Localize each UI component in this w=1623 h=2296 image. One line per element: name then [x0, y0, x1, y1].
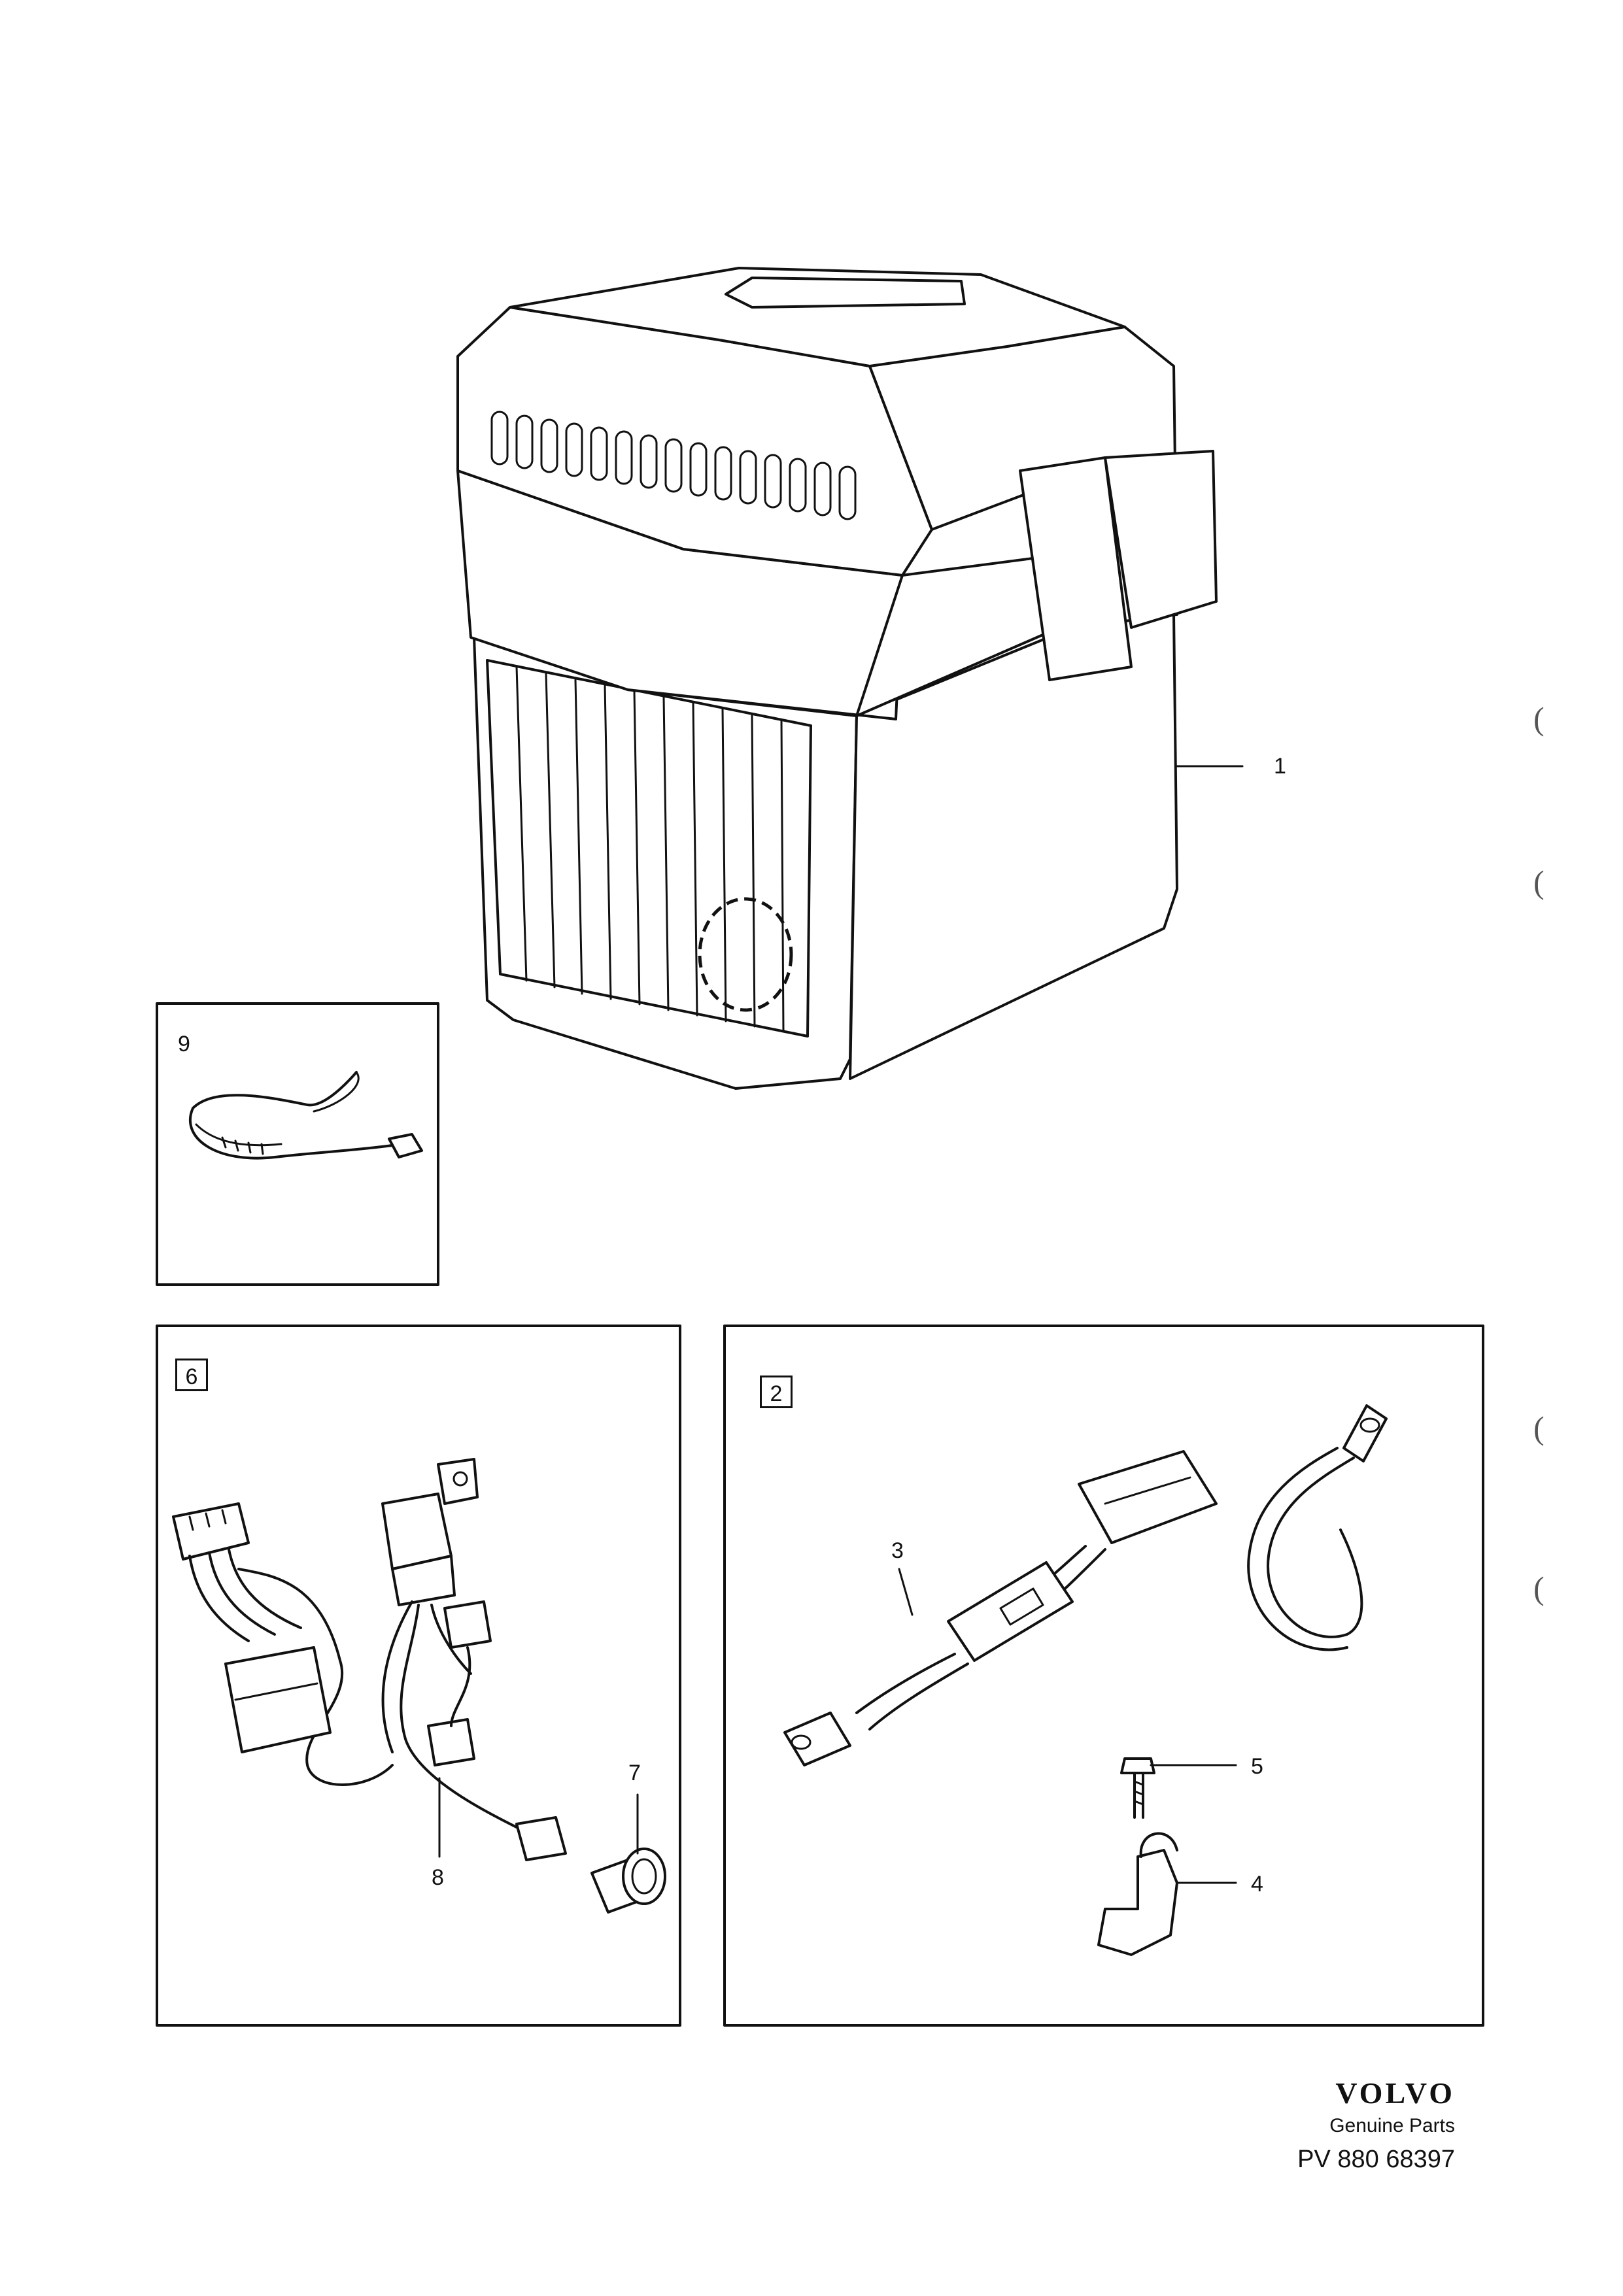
frame-item-9	[156, 1002, 439, 1286]
wiring-harness-illustration	[172, 1458, 666, 1914]
leader-line-3	[898, 1568, 914, 1616]
brand-logo: VOLVO	[1335, 2076, 1455, 2110]
callout-9: 9	[178, 1032, 190, 1056]
reference-number: PV 880 68397	[1297, 2146, 1455, 2173]
fan-outline	[698, 897, 793, 1012]
callout-4: 4	[1251, 1872, 1263, 1897]
cable-tie-illustration	[188, 1071, 423, 1160]
margin-mark-3: (	[1533, 1410, 1545, 1446]
callout-8: 8	[432, 1865, 444, 1890]
cool-box-illustration	[456, 267, 1244, 1090]
seat-belt-illustration	[783, 1404, 1388, 1956]
callout-5: 5	[1251, 1754, 1263, 1779]
cool-box-grille	[515, 666, 785, 1033]
margin-mark-2: (	[1533, 864, 1545, 900]
margin-mark-4: (	[1533, 1570, 1545, 1606]
margin-mark-1: (	[1533, 700, 1545, 737]
callout-2: 2	[760, 1376, 793, 1408]
frame-item-6	[156, 1325, 681, 2027]
lid-vents	[490, 411, 857, 520]
brand-tagline: Genuine Parts	[1329, 2115, 1455, 2136]
callout-3: 3	[891, 1538, 904, 1563]
callout-7: 7	[628, 1761, 641, 1785]
callout-6: 6	[175, 1359, 208, 1391]
callout-1: 1	[1274, 754, 1286, 779]
frame-item-2	[723, 1325, 1484, 2027]
